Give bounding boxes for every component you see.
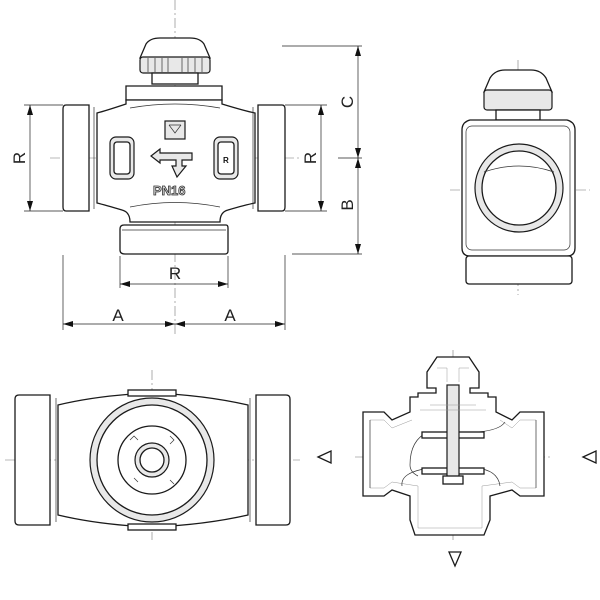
right-port-fitting bbox=[257, 104, 286, 212]
side-view bbox=[450, 60, 590, 295]
dimension-r-bottom: R bbox=[119, 256, 229, 288]
knob-cap bbox=[139, 37, 211, 59]
dimension-r-left: R bbox=[10, 104, 63, 212]
svg-text:R: R bbox=[169, 264, 181, 283]
dimension-r-right: R bbox=[285, 104, 327, 212]
flow-direction-arrow-icon bbox=[150, 147, 193, 179]
top-view bbox=[5, 370, 300, 540]
section-view bbox=[316, 350, 597, 568]
front-view: R PN16 R R C B bbox=[10, 0, 362, 335]
top-right-fitting bbox=[255, 394, 291, 526]
top-left-fitting bbox=[14, 394, 51, 526]
svg-text:R: R bbox=[301, 152, 320, 164]
flow-marker-right-icon bbox=[581, 449, 597, 465]
pn-rating-marking: PN16 bbox=[153, 183, 186, 198]
dimension-a: A A bbox=[62, 255, 286, 330]
dimension-b-label: B bbox=[338, 199, 357, 210]
knob-knurl bbox=[139, 56, 211, 74]
svg-text:A: A bbox=[112, 306, 124, 325]
svg-text:R: R bbox=[10, 152, 29, 164]
flow-marker-bottom-icon bbox=[448, 551, 462, 568]
dimension-c-label: C bbox=[338, 96, 357, 108]
port-marking-r: R bbox=[223, 156, 229, 165]
manufacturer-logo-icon bbox=[164, 120, 186, 140]
flow-marker-left-icon bbox=[316, 449, 332, 465]
dimension-c-b: C B bbox=[282, 45, 362, 255]
bottom-port-fitting bbox=[119, 224, 229, 255]
svg-text:A: A bbox=[224, 306, 236, 325]
left-port-fitting bbox=[62, 104, 90, 212]
bonnet bbox=[125, 85, 223, 101]
